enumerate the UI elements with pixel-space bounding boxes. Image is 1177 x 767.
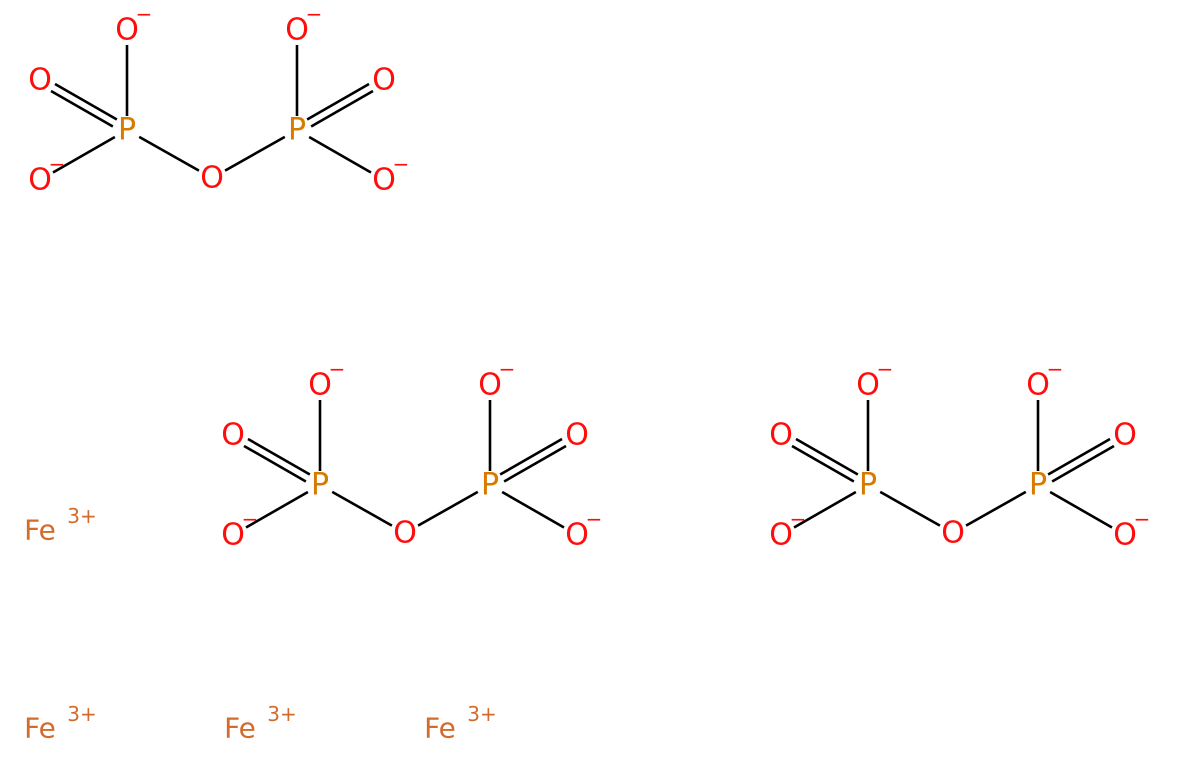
oxide-atom-bottom-left-charge: − [790,507,807,531]
oxo-atom-left: O [769,418,793,453]
oxide-atom-top-left-charge: − [329,357,346,381]
oxide-atom-top-left-charge: − [136,2,153,26]
iron-charge: 3+ [67,702,96,726]
oxide-atom-top-right-charge: − [1047,357,1064,381]
p2-o-double-bond-b [306,82,370,121]
p2-o-double-bond-a [310,89,374,128]
iron-1: Fe 3+ [24,504,97,547]
p1-o-double-bond-b [243,444,307,483]
p1-o-minus-bond [52,135,116,174]
p2-bridge-bond [224,135,286,172]
oxide-atom-bottom-left-charge: − [242,507,259,531]
oxo-atom-right: O [1113,418,1137,453]
oxo-atom-right: O [372,63,396,98]
bridging-oxygen-atom: O [941,516,965,551]
oxide-atom-bottom-right-charge: − [393,152,410,176]
oxide-atom-bottom-right: O [1113,518,1137,553]
phosphorus-atom-left: P [311,468,329,503]
iron-3: Fe 3+ [224,702,297,745]
oxide-atom-bottom-right-charge: − [586,507,603,531]
phosphorus-atom-right: P [481,468,499,503]
p2-o-minus-bond [501,490,565,529]
p2-o-double-bond-a [1051,444,1115,483]
oxide-atom-bottom-right: O [372,163,396,198]
oxide-atom-top-left-charge: − [877,357,894,381]
oxide-atom-bottom-left: O [28,163,52,198]
iron-charge: 3+ [467,702,496,726]
oxide-atom-bottom-right: O [565,518,589,553]
p1-o-double-bond-a [54,82,118,121]
bridging-oxygen-atom: O [393,516,417,551]
oxide-atom-bottom-left-charge: − [49,152,66,176]
p2-o-minus-bond [1049,490,1113,529]
p1-o-double-bond-a [795,437,859,476]
iron-2: Fe 3+ [24,702,97,745]
iron-charge: 3+ [67,504,96,528]
iron-symbol: Fe [24,514,56,547]
p1-bridge-bond [879,490,941,527]
oxo-atom-right: O [565,418,589,453]
oxide-atom-top-right-charge: − [499,357,516,381]
p1-o-double-bond-a [247,437,311,476]
oxide-atom-top-right: O [285,13,309,48]
oxide-atom-top-left: O [308,368,332,403]
bridging-oxygen-atom: O [200,161,224,196]
iron-charge: 3+ [267,702,296,726]
phosphorus-atom-left: P [859,468,877,503]
oxide-atom-top-right: O [1026,368,1050,403]
oxide-atom-bottom-right-charge: − [1134,507,1151,531]
phosphorus-atom-left: P [118,113,136,148]
phosphorus-atom-right: P [1029,468,1047,503]
p2-bridge-bond [965,490,1027,527]
p2-o-double-bond-b [1047,437,1111,476]
p1-bridge-bond [138,135,200,172]
oxo-atom-left: O [221,418,245,453]
p1-o-double-bond-b [50,89,114,128]
p1-o-minus-bond [793,490,857,529]
iron-symbol: Fe [24,712,56,745]
p2-o-minus-bond [308,135,372,174]
oxide-atom-top-right: O [478,368,502,403]
oxide-atom-top-left: O [115,13,139,48]
p1-o-minus-bond [245,490,309,529]
iron-symbol: Fe [224,712,256,745]
p2-o-double-bond-a [503,444,567,483]
p1-o-double-bond-b [791,444,855,483]
p1-bridge-bond [331,490,393,527]
iron-symbol: Fe [424,712,456,745]
p2-o-double-bond-b [499,437,563,476]
oxide-atom-bottom-left: O [769,518,793,553]
phosphorus-atom-right: P [288,113,306,148]
oxide-atom-bottom-left: O [221,518,245,553]
oxide-atom-top-right-charge: − [306,2,323,26]
oxide-atom-top-left: O [856,368,880,403]
oxo-atom-left: O [28,63,52,98]
p2-bridge-bond [417,490,479,527]
iron-4: Fe 3+ [424,702,497,745]
